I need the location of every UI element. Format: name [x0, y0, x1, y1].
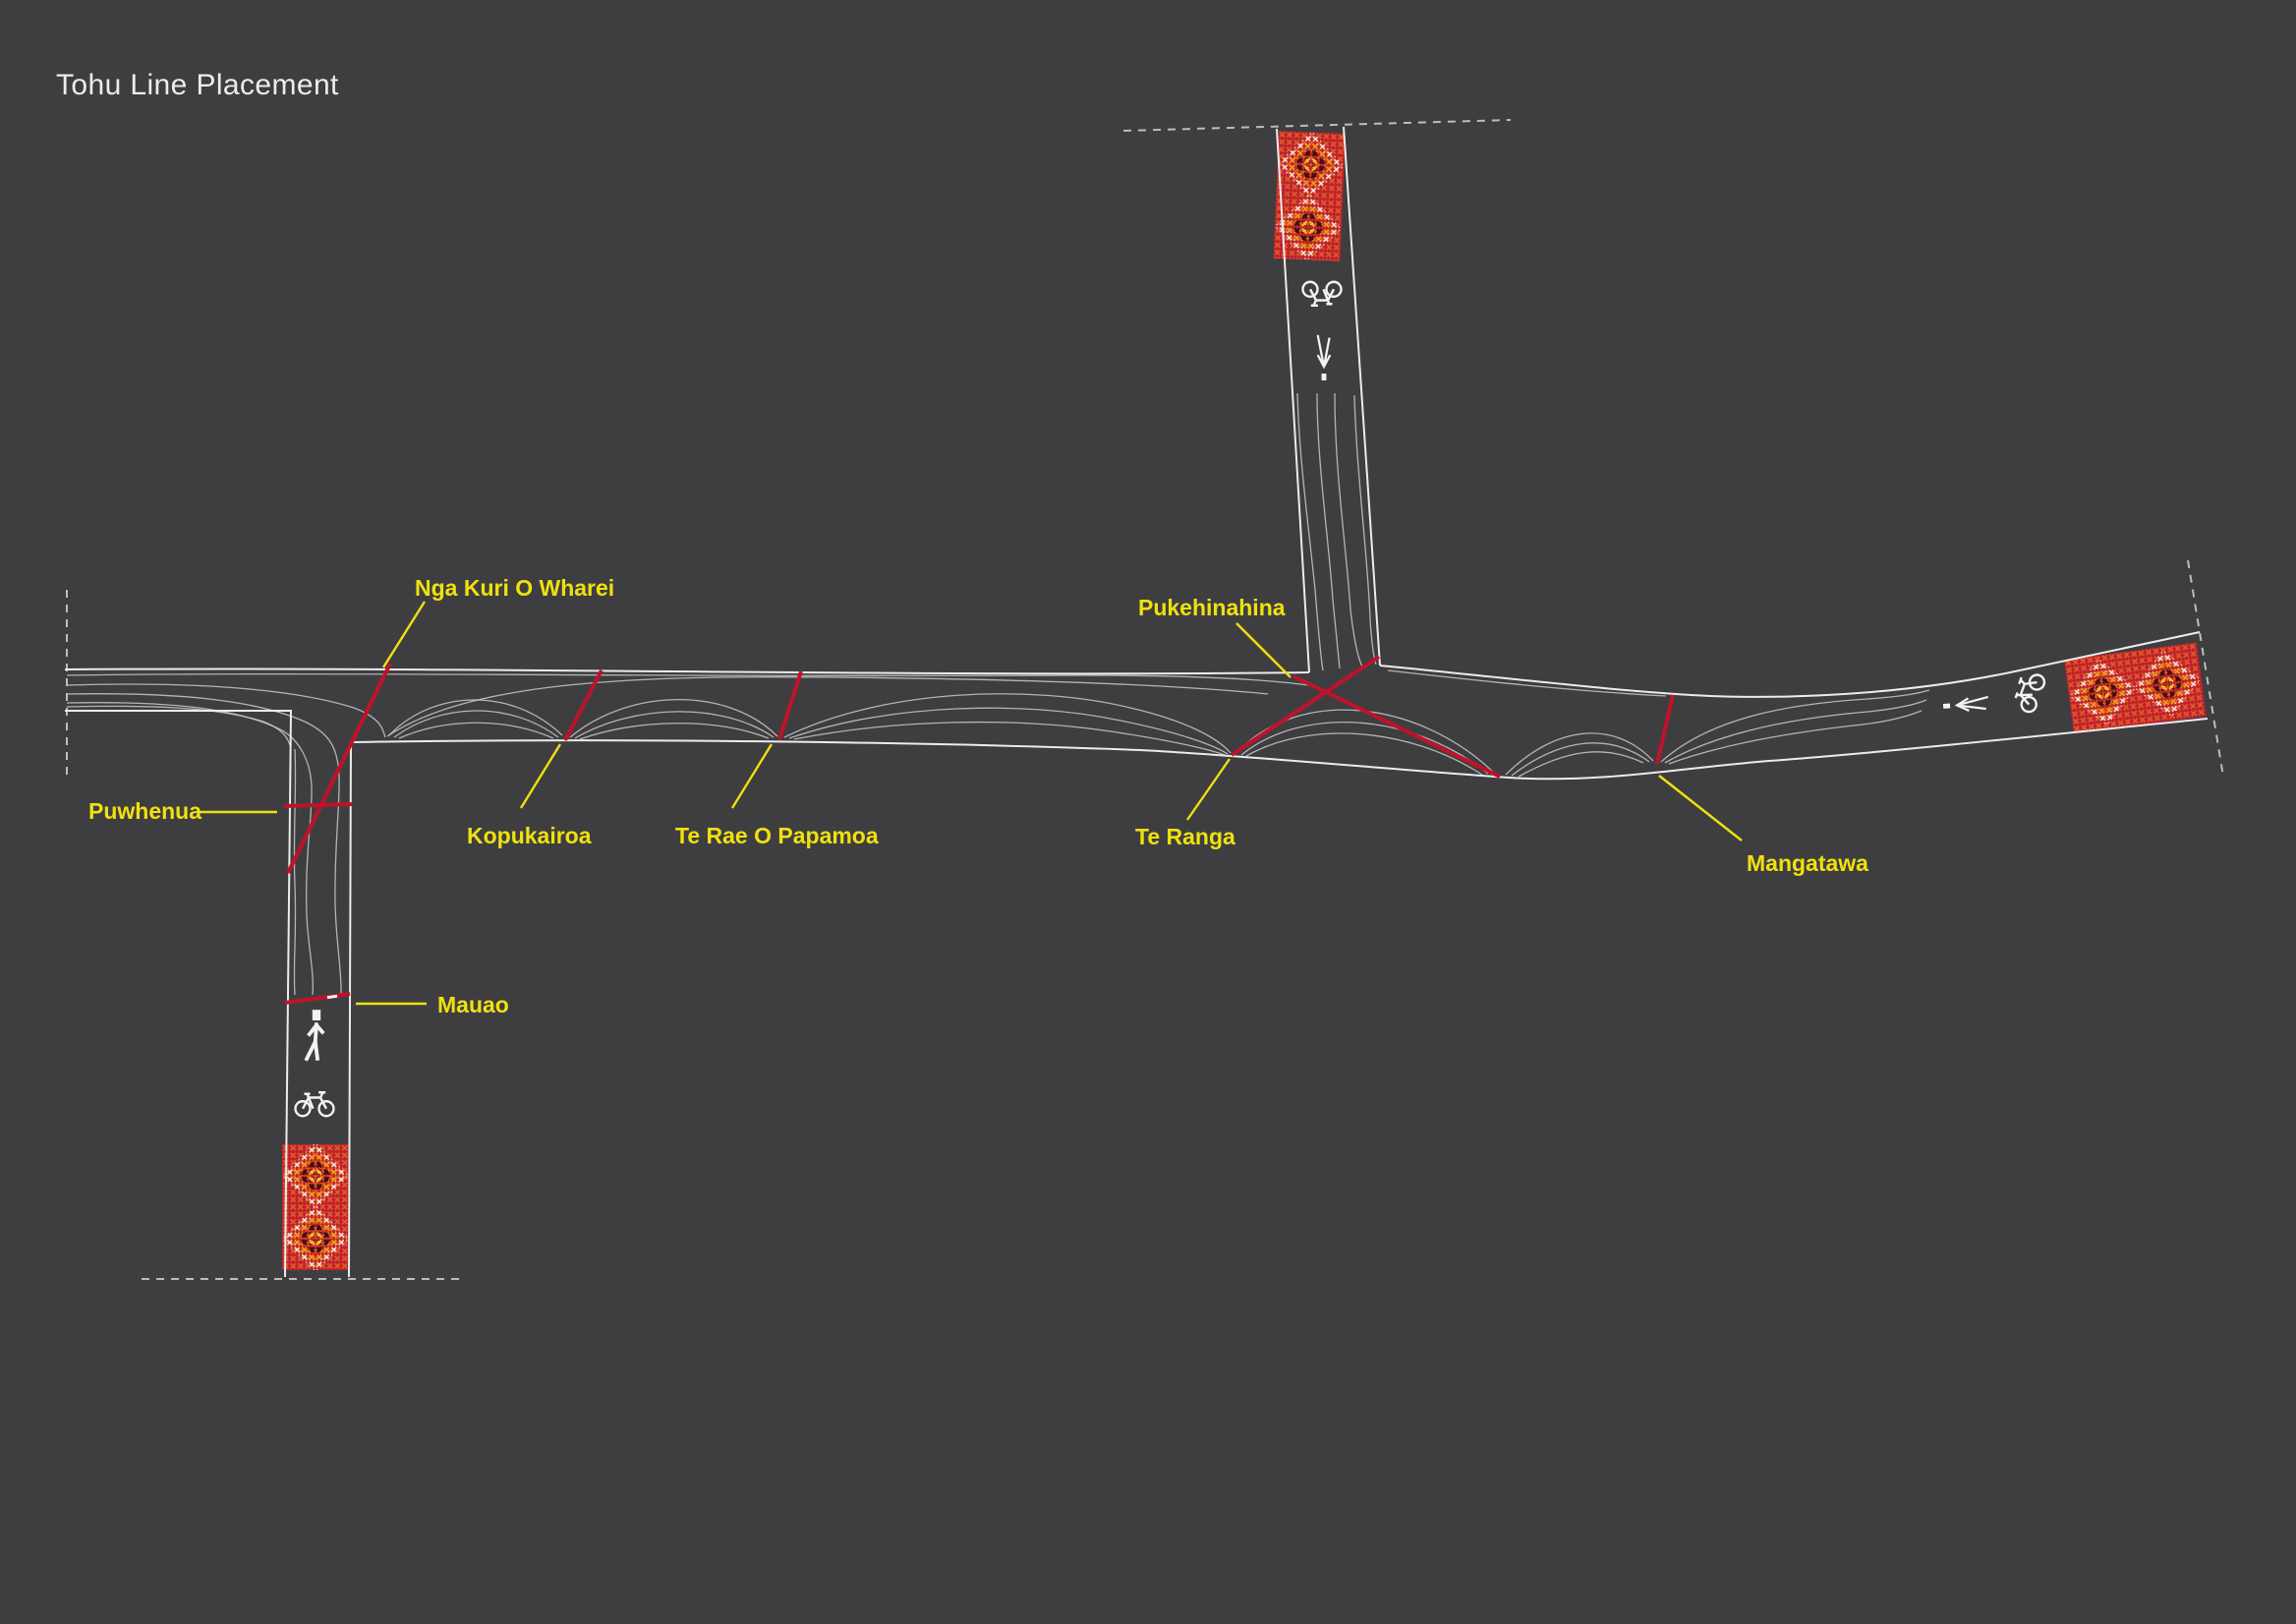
- edge-bottom-west: [65, 710, 293, 1278]
- pattern-block-south: [282, 1144, 349, 1270]
- tohu-line-mauao-tick: [326, 994, 338, 1000]
- tohu-pattern-blocks: [282, 131, 2207, 1270]
- marker-label-te-ranga: Te Ranga: [1135, 824, 1235, 849]
- marker-label-mauao: Mauao: [437, 992, 509, 1017]
- bicycle-icon-north: [1301, 280, 1343, 307]
- arrow-down-icon: [1316, 333, 1332, 382]
- edge-north-right: [1343, 126, 1381, 667]
- bicycle-icon-east: [2009, 668, 2048, 716]
- edge-bottom-east: [348, 718, 2209, 1278]
- leader-kopukairoa: [519, 743, 562, 809]
- pedestrian-icon: [304, 1008, 326, 1063]
- tohu-line-mangatawa: [1655, 694, 1675, 765]
- guide-dashes: [66, 119, 2224, 1280]
- marker-label-te-rae-o-papamoa: Te Rae O Papamoa: [675, 823, 879, 848]
- tohu-line-puwhenua: [283, 802, 353, 808]
- edge-top-west: [64, 667, 1310, 675]
- tohu-lines: [283, 655, 1675, 1005]
- tohu-line-kopukairoa: [563, 669, 603, 741]
- tohu-line-nga-kuri-o-wharei: [286, 663, 392, 874]
- marker-labels: Nga Kuri O Wharei Pukehinahina Puwhenua …: [88, 575, 1868, 1017]
- guide-dash-right: [2187, 559, 2224, 778]
- marker-label-pukehinahina: Pukehinahina: [1138, 595, 1286, 620]
- edge-north-left: [1276, 128, 1310, 673]
- arrow-left-icon: [1941, 695, 1990, 714]
- marker-label-nga-kuri-o-wharei: Nga Kuri O Wharei: [415, 575, 614, 601]
- corridor-edges: [64, 126, 2209, 1278]
- bicycle-icon: [294, 1091, 335, 1118]
- marker-label-mangatawa: Mangatawa: [1747, 850, 1868, 876]
- edge-top-east: [1379, 631, 2201, 698]
- leader-nga-kuri-o-wharei: [381, 601, 427, 668]
- leader-te-ranga: [1186, 758, 1231, 821]
- corridor-contours: [66, 392, 1930, 996]
- lane-icons: [294, 280, 2048, 1118]
- tohu-line-te-ranga: [1230, 655, 1381, 757]
- guide-dash-top: [1122, 119, 1512, 132]
- leader-te-rae-o-papamoa: [730, 743, 774, 809]
- marker-label-puwhenua: Puwhenua: [88, 798, 201, 824]
- leader-mangatawa: [1658, 775, 1743, 841]
- tohu-line-mauao: [284, 992, 351, 1005]
- pattern-block-east: [2064, 642, 2207, 734]
- page-title: Tohu Line Placement: [56, 69, 339, 101]
- pattern-block-north: [1273, 131, 1346, 261]
- leader-pukehinahina: [1235, 622, 1292, 678]
- leader-lines: [200, 601, 1743, 1006]
- tohu-line-te-rae-o-papamoa: [777, 670, 803, 740]
- marker-label-kopukairoa: Kopukairoa: [467, 823, 592, 848]
